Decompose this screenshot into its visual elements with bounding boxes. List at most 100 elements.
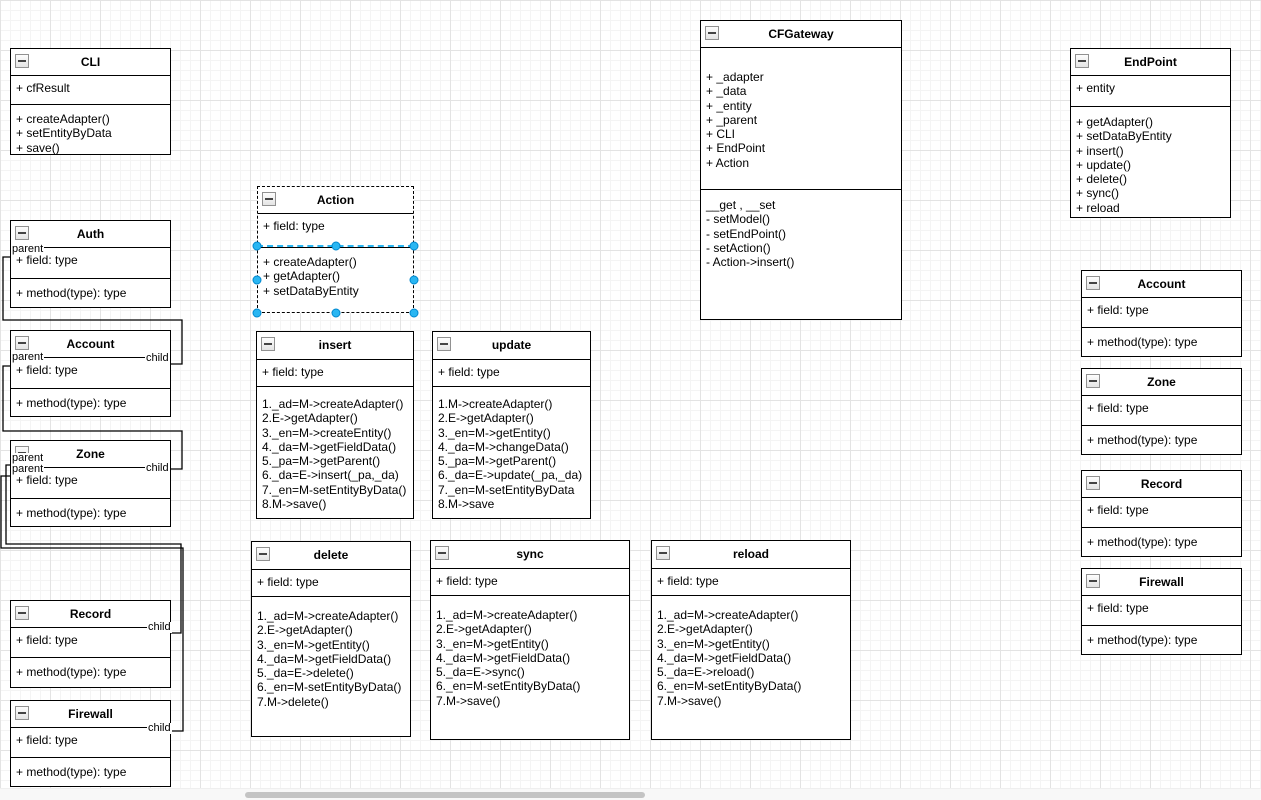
collapse-icon[interactable] <box>1086 574 1100 588</box>
class-title-bar[interactable]: update <box>433 332 590 359</box>
uml-class-firewall-right[interactable]: Firewall + field: type + method(type): t… <box>1081 568 1242 655</box>
methods-compartment[interactable]: + method(type): type <box>11 278 170 309</box>
collapse-icon[interactable] <box>261 337 275 351</box>
method-row[interactable]: - setAction() <box>706 240 771 255</box>
method-row[interactable]: - Action->insert() <box>706 255 795 270</box>
method-row[interactable]: 6._da=E->insert(_pa,_da) <box>262 468 399 483</box>
selection-handle[interactable] <box>252 241 262 251</box>
fields-compartment[interactable]: + field: type <box>1082 297 1241 327</box>
edge-label-child[interactable]: child <box>147 621 172 633</box>
method-row[interactable]: 4._da=M->getFieldData() <box>436 650 571 665</box>
methods-compartment[interactable]: + method(type): type <box>1082 425 1241 456</box>
uml-class-firewall-left[interactable]: Firewall + field: type + method(type): t… <box>10 700 171 787</box>
selection-handle[interactable] <box>252 308 262 318</box>
method-row[interactable]: 3._en=M->createEntity() <box>262 425 392 440</box>
fields-compartment[interactable]: + field: type <box>252 569 410 596</box>
fields-compartment[interactable]: + cfResult <box>11 75 170 104</box>
fields-compartment[interactable]: + field: type <box>11 467 170 498</box>
edge-zone-record[interactable] <box>5 464 182 634</box>
methods-compartment[interactable]: + method(type): type <box>11 498 170 528</box>
methods-compartment[interactable]: + method(type): type <box>1082 327 1241 358</box>
method-row[interactable]: + method(type): type <box>16 765 127 779</box>
edge-label-parent[interactable]: parent <box>11 463 45 475</box>
uml-class-record-left[interactable]: Record + field: type + method(type): typ… <box>10 600 171 688</box>
selection-handle[interactable] <box>331 241 340 251</box>
edge-label-parent[interactable]: parent <box>11 351 45 363</box>
method-row[interactable]: 4._da=M->changeData() <box>438 439 569 454</box>
method-row[interactable]: + update() <box>1076 157 1132 172</box>
fields-compartment[interactable]: + field: type <box>11 357 170 388</box>
method-row[interactable]: + method(type): type <box>1087 433 1198 447</box>
fields-compartment[interactable]: + field: type <box>11 727 170 757</box>
fields-compartment[interactable]: + field: type <box>258 213 413 247</box>
method-row[interactable]: 2.E->getAdapter() <box>438 411 534 426</box>
methods-compartment[interactable]: + method(type): type <box>11 757 170 788</box>
methods-compartment[interactable]: 1._ad=M->createAdapter()2.E->getAdapter(… <box>252 596 410 738</box>
methods-compartment[interactable]: + getAdapter()+ setDataByEntity+ insert(… <box>1071 106 1230 219</box>
collapse-icon[interactable] <box>1086 476 1100 490</box>
fields-compartment[interactable]: + field: type <box>11 627 170 657</box>
edge-zone-firewall[interactable] <box>0 475 184 732</box>
method-row[interactable]: 1._ad=M->createAdapter() <box>436 608 578 622</box>
edge-label-child[interactable]: child <box>145 462 170 474</box>
collapse-icon[interactable] <box>435 546 449 560</box>
selection-handle[interactable] <box>331 308 340 318</box>
field-row[interactable]: + _adapter <box>706 70 764 84</box>
collapse-icon[interactable] <box>15 706 29 720</box>
method-row[interactable]: 4._da=M->getFieldData() <box>257 651 392 666</box>
fields-compartment[interactable]: + field: type <box>652 568 850 595</box>
field-row[interactable]: + _parent <box>706 112 758 127</box>
methods-compartment[interactable]: + method(type): type <box>11 657 170 689</box>
method-row[interactable]: + getAdapter() <box>1076 115 1154 129</box>
fields-compartment[interactable]: + field: type <box>431 568 629 595</box>
field-row[interactable]: + _data <box>706 84 747 99</box>
method-row[interactable]: + save() <box>16 140 60 155</box>
collapse-icon[interactable] <box>15 226 29 240</box>
field-row[interactable]: + field: type <box>1087 503 1149 517</box>
method-row[interactable]: 1._ad=M->createAdapter() <box>257 609 399 623</box>
uml-class-account-right[interactable]: Account + field: type + method(type): ty… <box>1081 270 1242 357</box>
class-title-bar[interactable]: Record <box>11 601 170 627</box>
class-title-bar[interactable]: delete <box>252 542 410 569</box>
method-row[interactable]: + method(type): type <box>16 286 127 300</box>
methods-compartment[interactable]: + method(type): type <box>1082 527 1241 558</box>
edge-label-parent[interactable]: parent <box>11 452 45 464</box>
edge-label-parent[interactable]: parent <box>11 243 45 255</box>
methods-compartment[interactable]: + method(type): type <box>11 388 170 418</box>
method-row[interactable]: + setEntityByData <box>16 126 112 141</box>
edge-label-child[interactable]: child <box>145 352 170 364</box>
uml-class-zone-right[interactable]: Zone + field: type + method(type): type <box>1081 368 1242 455</box>
collapse-icon[interactable] <box>1086 276 1100 290</box>
method-row[interactable]: + insert() <box>1076 143 1124 158</box>
method-row[interactable]: 3._en=M->getEntity() <box>436 636 549 651</box>
method-row[interactable]: 7.M->save() <box>436 693 501 708</box>
method-row[interactable]: 5._da=E->delete() <box>257 666 354 681</box>
class-title-bar[interactable]: CFGateway <box>701 21 901 47</box>
method-row[interactable]: 6._en=M-setEntityByData() <box>657 679 802 694</box>
method-row[interactable]: 1.M->createAdapter() <box>438 397 553 411</box>
uml-class-reload[interactable]: reload + field: type 1._ad=M->createAdap… <box>651 540 851 740</box>
class-title-bar[interactable]: EndPoint <box>1071 49 1230 75</box>
uml-class-account-left[interactable]: Account + field: type + method(type): ty… <box>10 330 171 417</box>
collapse-icon[interactable] <box>1086 374 1100 388</box>
edge-account-zone[interactable] <box>2 365 183 470</box>
method-row[interactable]: 8.M->save() <box>262 497 327 512</box>
method-row[interactable]: 2.E->getAdapter() <box>436 622 532 637</box>
methods-compartment[interactable]: __get , __set- setModel()- setEndPoint()… <box>701 189 901 321</box>
method-row[interactable]: 2.E->getAdapter() <box>257 623 353 638</box>
uml-class-sync[interactable]: sync + field: type 1._ad=M->createAdapte… <box>430 540 630 740</box>
method-row[interactable]: 3._en=M->getEntity() <box>438 425 551 440</box>
method-row[interactable]: 2.E->getAdapter() <box>657 622 753 637</box>
methods-compartment[interactable]: + createAdapter()+ setEntityByData+ save… <box>11 104 170 156</box>
method-row[interactable]: + createAdapter() <box>16 112 110 126</box>
edge-auth-account[interactable] <box>2 256 183 365</box>
class-title-bar[interactable]: Zone <box>1082 369 1241 395</box>
collapse-icon[interactable] <box>15 54 29 68</box>
method-row[interactable]: 3._en=M->getEntity() <box>257 637 370 652</box>
class-title-bar[interactable]: Auth <box>11 221 170 247</box>
class-title-bar[interactable]: sync <box>431 541 629 568</box>
fields-compartment[interactable]: + field: type <box>11 247 170 278</box>
uml-class-auth[interactable]: Auth + field: type + method(type): type <box>10 220 171 308</box>
collapse-icon[interactable] <box>656 546 670 560</box>
